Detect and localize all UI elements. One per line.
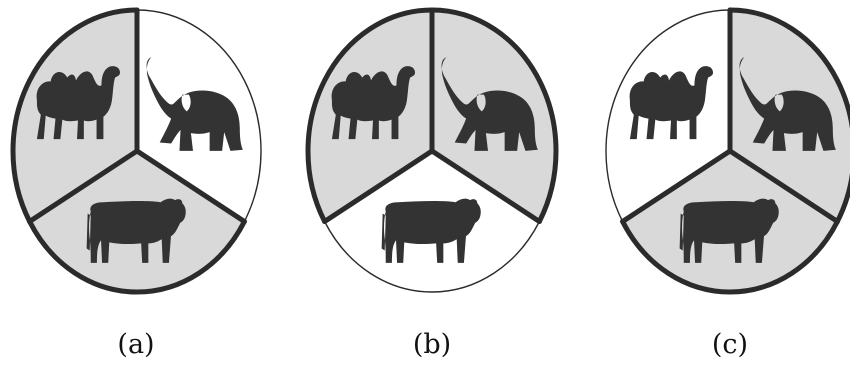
panel-c-caption: (c) <box>711 329 749 360</box>
divider-line-a-2 <box>134 148 247 224</box>
elephant-arc-a <box>136 9 262 223</box>
elephant-arc-c <box>727 7 850 224</box>
cow-arc-a <box>27 219 247 295</box>
elephant-arc-b <box>429 7 559 224</box>
divider-line-b-2 <box>429 148 542 224</box>
divider-line-c-0 <box>620 148 733 224</box>
panel-a-caption: (a) <box>117 329 155 360</box>
divider-line-b-0 <box>322 148 435 224</box>
panel-a <box>10 7 262 295</box>
panel-b <box>305 7 559 293</box>
cow-arc-b <box>323 220 541 293</box>
panel-c <box>605 7 850 295</box>
cow-arc-c <box>620 219 840 295</box>
camel-arc-c <box>605 9 731 223</box>
divider-line-c-2 <box>727 148 840 224</box>
divider-line-a-0 <box>27 148 140 224</box>
camel-arc-b <box>305 7 435 224</box>
camel-arc-a <box>10 7 140 224</box>
panel-b-caption: (b) <box>412 329 452 360</box>
